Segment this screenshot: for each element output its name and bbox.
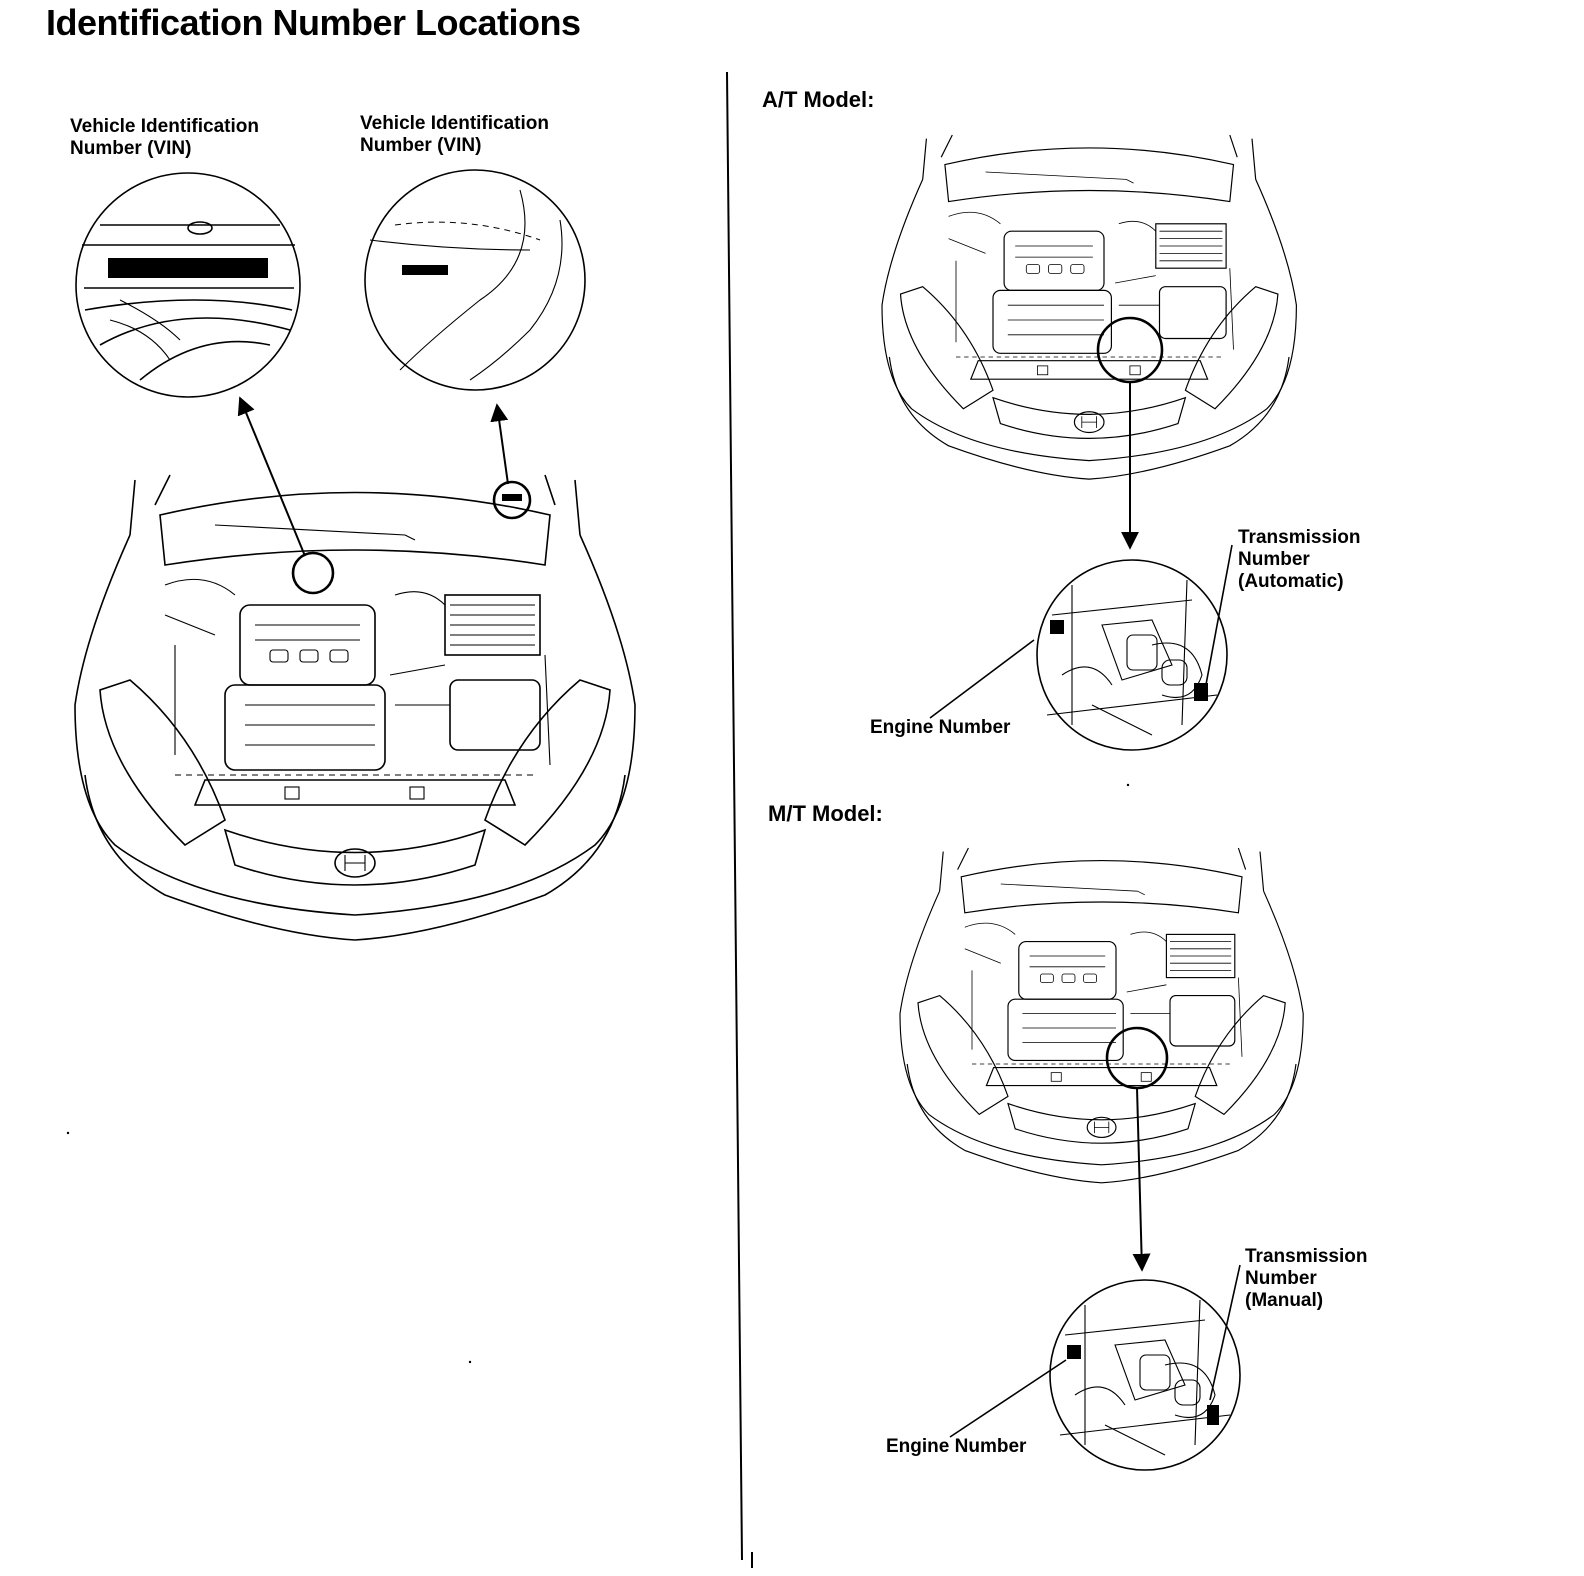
mt-model-heading: M/T Model: bbox=[768, 801, 883, 826]
left-car-diagram bbox=[74, 474, 636, 941]
mt-transmission-line1: Transmission bbox=[1245, 1246, 1368, 1267]
mt-transmission-line3: (Manual) bbox=[1245, 1290, 1324, 1311]
at-model-heading: A/T Model: bbox=[762, 87, 875, 112]
mt-engine-leader bbox=[949, 1359, 1067, 1438]
at-transmission-leader bbox=[1204, 544, 1233, 691]
at-engine-label: Engine Number bbox=[870, 717, 1011, 738]
mt-transmission-leader bbox=[1209, 1264, 1241, 1401]
vin-callout-dash bbox=[291, 551, 335, 595]
at-transmission-line1: Transmission bbox=[1238, 527, 1361, 548]
mt-arrow bbox=[1132, 1087, 1151, 1272]
vin-callout-strut bbox=[492, 480, 532, 520]
mt-callout-circle bbox=[1105, 1026, 1169, 1090]
vin-detail-circle-2 bbox=[364, 169, 586, 391]
at-detail-circle bbox=[1036, 559, 1228, 751]
at-transmission-label: Transmission Number (Automatic) bbox=[1238, 527, 1361, 593]
vin-label-2-line1: Vehicle Identification bbox=[360, 113, 549, 134]
at-engine-leader bbox=[929, 639, 1035, 719]
vin-label-1-line2: Number (VIN) bbox=[70, 138, 192, 159]
vin-arrow-2 bbox=[490, 403, 509, 485]
mt-detail-circle bbox=[1049, 1279, 1241, 1471]
vin-label-1: Vehicle Identification Number (VIN) bbox=[70, 116, 259, 160]
mt-transmission-label: Transmission Number (Manual) bbox=[1245, 1246, 1368, 1312]
page-title: Identification Number Locations bbox=[46, 2, 581, 43]
at-transmission-line3: (Automatic) bbox=[1238, 571, 1344, 592]
at-car-diagram bbox=[881, 134, 1297, 480]
mt-car-diagram bbox=[899, 847, 1304, 1184]
vin-label-2: Vehicle Identification Number (VIN) bbox=[360, 113, 549, 157]
at-transmission-line2: Number bbox=[1238, 549, 1310, 570]
vin-label-2-line2: Number (VIN) bbox=[360, 135, 482, 156]
mt-transmission-line2: Number bbox=[1245, 1268, 1317, 1289]
vin-label-1-line1: Vehicle Identification bbox=[70, 116, 259, 137]
vin-detail-circle-1 bbox=[75, 172, 301, 398]
vin-arrow-1 bbox=[237, 396, 306, 557]
mt-engine-label: Engine Number bbox=[886, 1436, 1027, 1457]
